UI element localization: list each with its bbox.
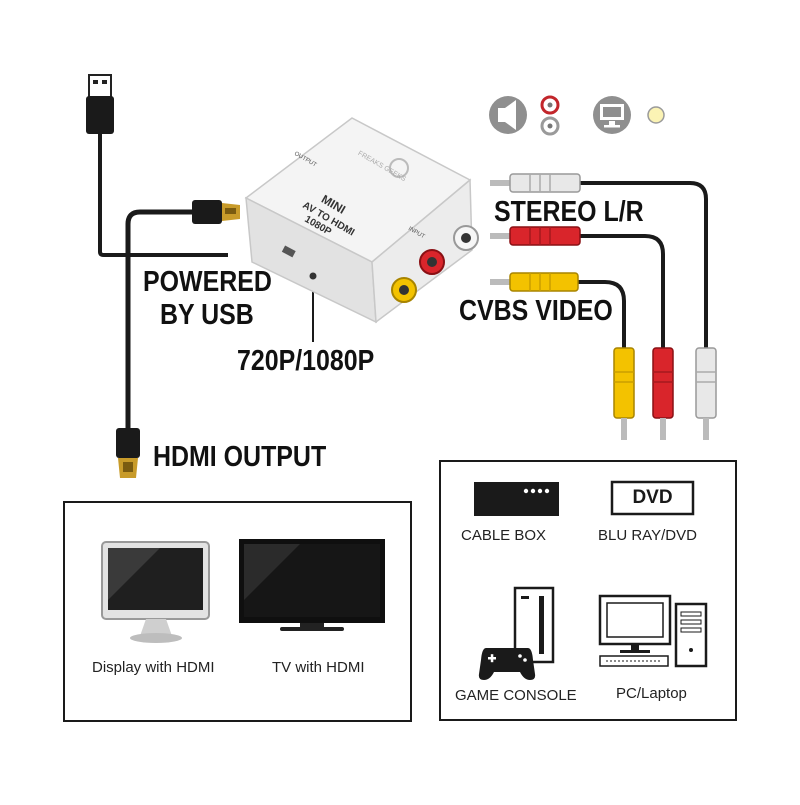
rca-plug-red-bottom xyxy=(652,347,674,440)
sources-caption-pc: PC/Laptop xyxy=(616,685,687,702)
sources-caption-cable-box: CABLE BOX xyxy=(461,527,547,544)
dvd-badge-text: DVD xyxy=(632,487,673,508)
tv-icon xyxy=(239,539,385,631)
rca-plug-white-bottom xyxy=(695,347,717,440)
rca-plug-yellow-bottom xyxy=(613,347,635,440)
outputs-caption-display: Display with HDMI xyxy=(92,659,215,676)
sources-caption-console: GAME CONSOLE xyxy=(455,687,577,704)
pc-icon xyxy=(598,594,708,668)
video-monitor-icon xyxy=(593,96,631,134)
outputs-panel xyxy=(63,501,412,722)
powered-label-line2: BY USB xyxy=(160,299,254,331)
hdmi-plug-bottom xyxy=(116,428,140,478)
rca-red-cable xyxy=(580,234,665,350)
monitor-icon xyxy=(101,541,210,643)
usb-cable xyxy=(98,130,228,257)
rca-plug-white xyxy=(490,173,581,193)
powered-label-line1: POWERED xyxy=(143,266,272,298)
outputs-caption-tv: TV with HDMI xyxy=(272,659,365,676)
stereo-label: STEREO L/R xyxy=(494,196,644,228)
rca-white-cable xyxy=(580,181,708,350)
cable-box-icon xyxy=(474,482,559,516)
speaker-icon xyxy=(489,96,527,134)
hdmi-output-label: HDMI OUTPUT xyxy=(153,441,327,473)
usb-plug xyxy=(86,74,114,134)
sources-panel xyxy=(439,460,737,721)
cvbs-label: CVBS VIDEO xyxy=(459,295,613,327)
resolution-label: 720P/1080P xyxy=(237,345,375,377)
av-to-hdmi-converter xyxy=(244,117,479,324)
rca-red-white-jack-icon xyxy=(540,95,560,136)
game-console-icon xyxy=(478,586,555,680)
hdmi-cable xyxy=(125,209,192,430)
sources-caption-bluray: BLU RAY/DVD xyxy=(598,527,697,544)
rca-plug-yellow xyxy=(490,272,579,292)
rca-yellow-cable xyxy=(578,280,626,350)
dvd-player-icon xyxy=(610,480,695,516)
rca-yellow-jack-icon xyxy=(647,106,665,124)
rca-plug-red xyxy=(490,226,581,246)
hdmi-plug-top xyxy=(192,200,240,224)
